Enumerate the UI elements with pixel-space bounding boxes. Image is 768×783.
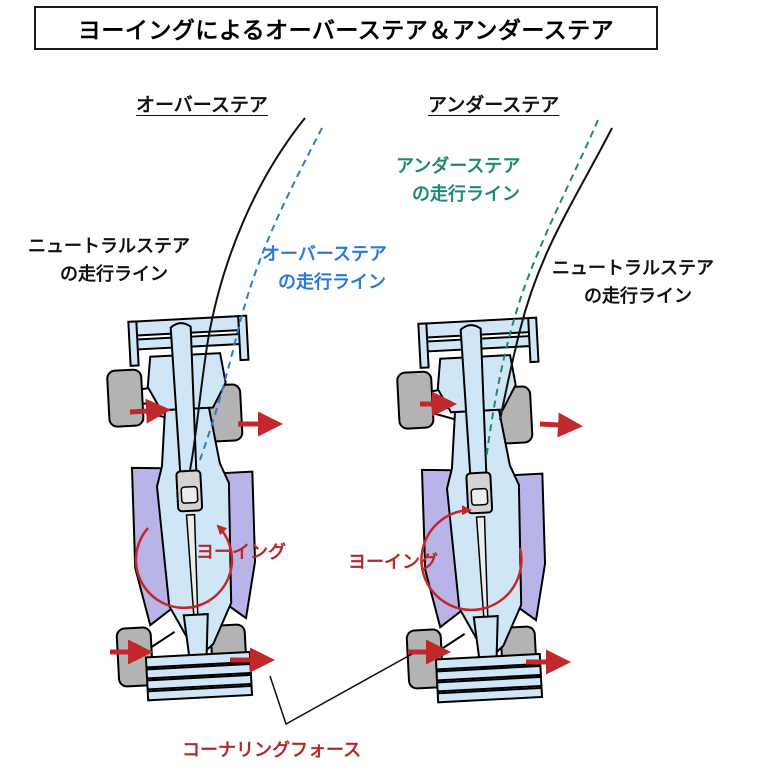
oversteer-car [99, 314, 268, 703]
oversteer-line-label-1: オーバーステア [262, 244, 387, 265]
left-neutral-line [189, 117, 306, 471]
right-neutral-label-2: の走行ライン [584, 286, 692, 307]
left-yaw-arrow [134, 524, 234, 610]
understeer-heading: アンダーステア [428, 94, 560, 116]
left-force-arrow-rear-left [129, 398, 171, 424]
oversteer-heading: オーバーステア [136, 94, 268, 116]
understeer-car [389, 316, 558, 705]
right-neutral-label-1: ニュートラルステア [552, 258, 714, 279]
understeer-line-label-2: の走行ライン [412, 184, 520, 205]
right-understeer-line [485, 119, 599, 461]
right-yaw-arrow [420, 505, 523, 612]
right-neutral-line [499, 127, 613, 421]
understeer-line-label-1: アンダーステア [396, 156, 521, 177]
diagram-title: ヨーイングによるオーバーステア＆アンダーステア [34, 6, 658, 50]
left-neutral-label-1: ニュートラルステア [28, 236, 190, 257]
right-force-arrow-rear-right [539, 412, 583, 438]
cornering-force-label: コーナリングフォース [182, 740, 362, 761]
right-yaw-label: ヨーイング [348, 552, 438, 573]
left-neutral-label-2: の走行ライン [60, 264, 168, 285]
oversteer-line-label-2: の走行ライン [278, 272, 386, 293]
left-yaw-label: ヨーイング [196, 542, 286, 563]
cornering-force-leader [269, 653, 413, 726]
